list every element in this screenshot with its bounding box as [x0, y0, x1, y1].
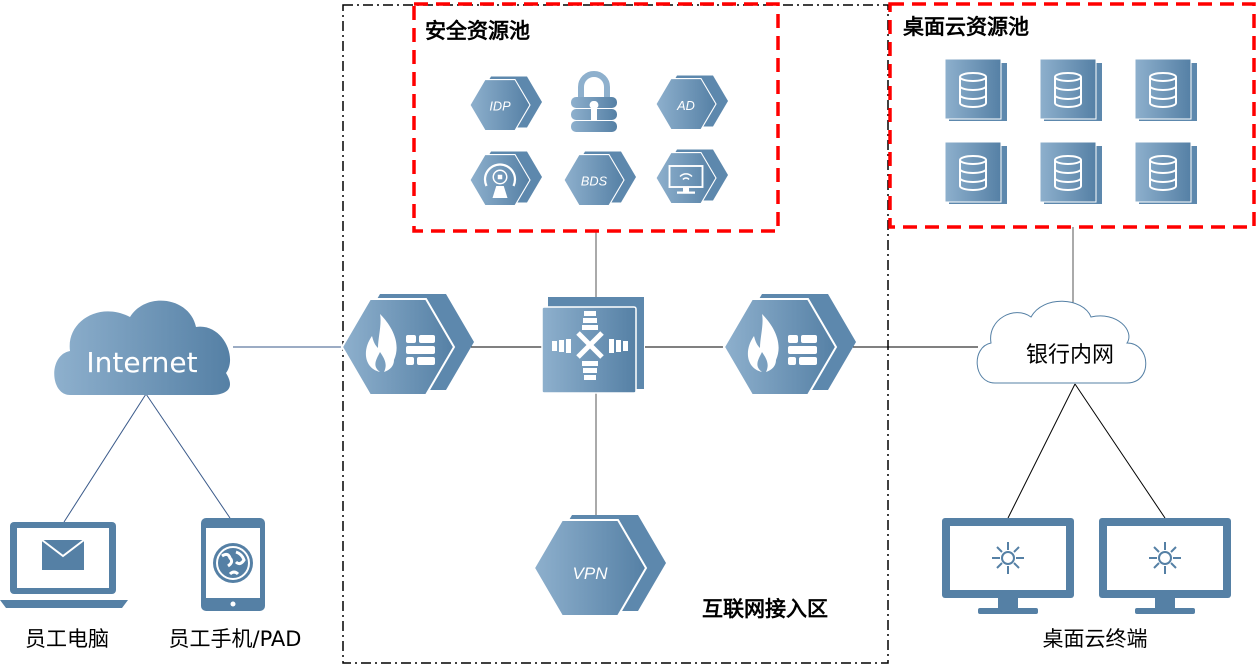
pc-label: 员工电脑 — [25, 627, 109, 651]
svg-text:AD: AD — [676, 98, 695, 113]
link-bank-terminal2 — [1074, 383, 1166, 519]
security-pool-border — [412, 2, 780, 233]
desktop-terminal-monitor-icon — [941, 517, 1075, 615]
vpn-label: VPN — [573, 564, 609, 583]
internet-label: Internet — [86, 346, 197, 379]
ad-hexagon-icon: AD — [655, 74, 729, 131]
desktop-pool-border — [888, 2, 1256, 229]
server-icon — [944, 58, 1008, 122]
desktop-terminal-monitor-icon — [1098, 517, 1232, 615]
lock-icon — [571, 71, 617, 132]
firewall-icon-external — [341, 293, 475, 396]
idp-hexagon-icon: IDP — [469, 75, 543, 132]
laptop-icon — [0, 522, 128, 608]
server-icon — [944, 141, 1008, 205]
bank-network-cloud: 银行内网 — [976, 300, 1147, 384]
audit-hexagon-icon — [469, 150, 543, 207]
vpn-gateway-icon: VPN — [532, 515, 666, 617]
desktop-pool-servers — [944, 58, 1198, 205]
server-icon — [1134, 141, 1198, 205]
server-icon — [1039, 141, 1103, 205]
server-icon — [1039, 58, 1103, 122]
security-pool-title: 安全资源池 — [425, 19, 530, 43]
bank-network-label: 银行内网 — [1026, 343, 1114, 368]
mobile-label: 员工手机/PAD — [169, 627, 302, 651]
bds-hexagon-icon: BDS — [563, 150, 637, 207]
link-internet-mobile — [145, 393, 231, 519]
link-internet-pc — [63, 393, 147, 523]
tablet-icon — [201, 518, 265, 611]
terminals-label: 桌面云终端 — [1043, 627, 1148, 651]
connection-lines — [63, 227, 1166, 523]
core-switch-icon — [541, 297, 644, 394]
access-zone-label: 互联网接入区 — [702, 597, 828, 621]
access-zone-border — [342, 4, 889, 664]
link-bank-terminal1 — [1007, 383, 1076, 519]
firewall-icon-internal — [723, 293, 857, 396]
svg-text:BDS: BDS — [581, 173, 608, 188]
svg-text:IDP: IDP — [489, 98, 511, 113]
server-icon — [1134, 58, 1198, 122]
internet-cloud: Internet — [54, 300, 231, 395]
wifi-monitor-hexagon-icon — [655, 148, 729, 205]
desktop-pool-title: 桌面云资源池 — [903, 15, 1029, 39]
